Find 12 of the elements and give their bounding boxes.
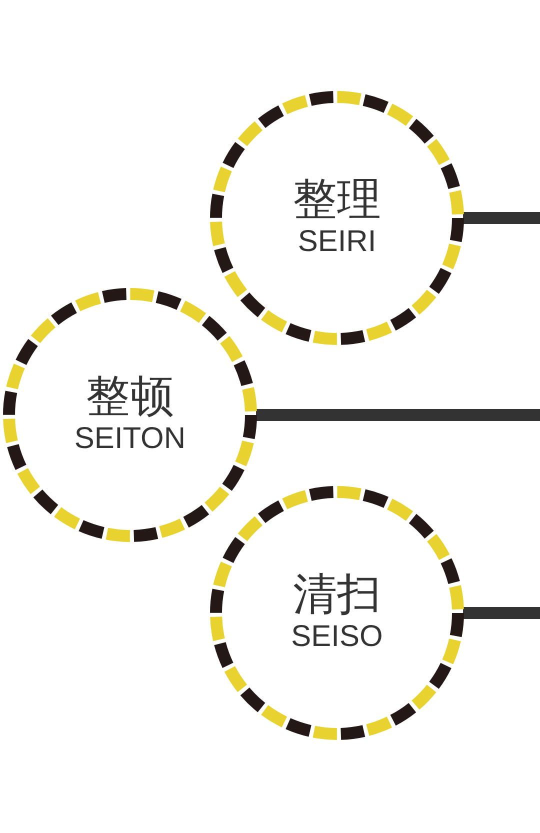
connector-line [463, 607, 540, 619]
kanji-title: 清扫 [293, 570, 381, 620]
romaji-label: SEISO [291, 619, 383, 656]
romaji-label: SEIRI [298, 224, 376, 260]
dashed-ring-node [210, 91, 464, 345]
kanji-title: 整理 [293, 176, 381, 224]
romaji-label: SEITON [74, 421, 186, 458]
connector-line [463, 212, 540, 224]
dashed-ring-node [3, 288, 257, 542]
connector-line [256, 409, 540, 421]
kanji-title: 整顿 [86, 372, 174, 422]
dashed-ring-node [210, 486, 464, 740]
